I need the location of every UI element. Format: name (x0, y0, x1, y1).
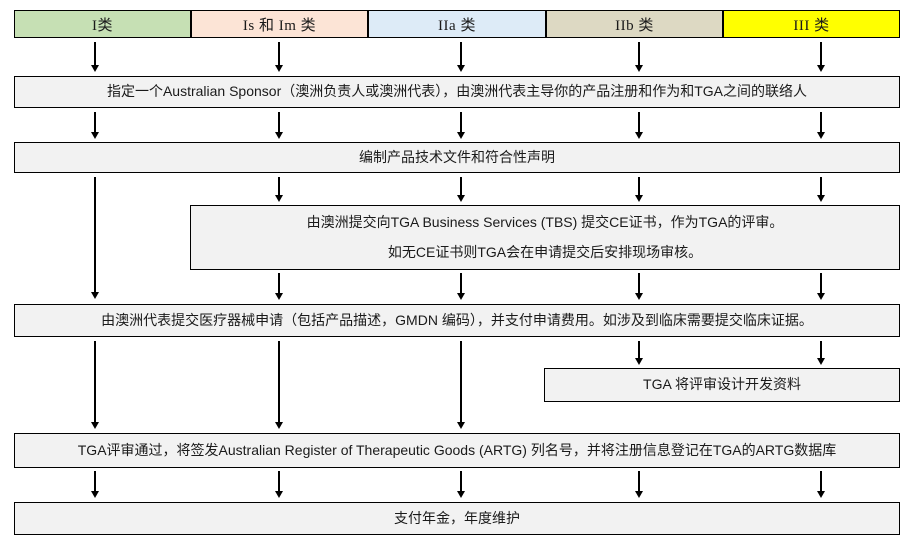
flow-arrow-down (274, 42, 285, 72)
class-header-i: I类 (14, 10, 191, 38)
class-header-label: I类 (92, 17, 113, 34)
flow-arrow-down (456, 273, 467, 300)
flow-arrow-down-long (90, 177, 101, 299)
flow-arrow-down-long (274, 341, 285, 429)
flow-arrow-down (634, 341, 645, 365)
flow-arrow-down (816, 471, 827, 498)
flow-arrow-down-long (90, 341, 101, 429)
step-box-annual-fee: 支付年金，年度维护 (14, 502, 900, 535)
class-header-is-im: Is 和 Im 类 (191, 10, 368, 38)
class-header-iia: IIa 类 (368, 10, 546, 38)
step-box-tech-file: 编制产品技术文件和符合性声明 (14, 142, 900, 173)
flow-arrow-down-long (456, 341, 467, 429)
class-header-iib: IIb 类 (546, 10, 723, 38)
step-text-line1: 由澳洲提交向TGA Business Services (TBS) 提交CE证书… (306, 213, 784, 230)
flow-arrow-down (90, 471, 101, 498)
flow-arrow-down (816, 42, 827, 72)
step-text: 由澳洲代表提交医疗器械申请（包括产品描述，GMDN 编码），并支付申请费用。如涉… (101, 311, 813, 328)
class-header-label: III 类 (793, 17, 830, 34)
step-text: TGA 将评审设计开发资料 (643, 376, 801, 393)
step-box-design-review: TGA 将评审设计开发资料 (544, 368, 900, 402)
flow-arrow-down (634, 42, 645, 72)
flow-arrow-down (90, 42, 101, 72)
flow-arrow-down (816, 177, 827, 202)
step-box-ce-certificate: 由澳洲提交向TGA Business Services (TBS) 提交CE证书… (190, 205, 900, 270)
flow-arrow-down (456, 471, 467, 498)
flow-arrow-down (816, 341, 827, 365)
step-text: 支付年金，年度维护 (394, 509, 520, 526)
class-header-label: IIa 类 (438, 17, 476, 34)
flow-arrow-down (274, 112, 285, 139)
step-box-sponsor: 指定一个Australian Sponsor（澳洲负责人或澳洲代表），由澳洲代表… (14, 76, 900, 108)
flow-arrow-down (274, 471, 285, 498)
flow-arrow-down (456, 42, 467, 72)
step-text: 指定一个Australian Sponsor（澳洲负责人或澳洲代表），由澳洲代表… (106, 83, 808, 100)
flow-arrow-down (816, 112, 827, 139)
flow-arrow-down (634, 177, 645, 202)
flow-arrow-down (90, 112, 101, 139)
step-box-artg-listing: TGA评审通过，将签发Australian Register of Therap… (14, 433, 900, 468)
class-header-iii: III 类 (723, 10, 900, 38)
flow-arrow-down (634, 112, 645, 139)
class-header-label: Is 和 Im 类 (242, 17, 317, 34)
flow-arrow-down (816, 273, 827, 300)
step-box-application: 由澳洲代表提交医疗器械申请（包括产品描述，GMDN 编码），并支付申请费用。如涉… (14, 304, 900, 337)
step-text-line2: 如无CE证书则TGA会在申请提交后安排现场审核。 (387, 244, 703, 260)
flow-arrow-down (274, 273, 285, 300)
class-header-label: IIb 类 (615, 17, 654, 34)
flow-arrow-down (274, 177, 285, 202)
flow-arrow-down (634, 273, 645, 300)
flow-arrow-down (456, 177, 467, 202)
step-text: 编制产品技术文件和符合性声明 (359, 148, 555, 165)
flow-arrow-down (634, 471, 645, 498)
step-text: TGA评审通过，将签发Australian Register of Therap… (77, 441, 837, 458)
flow-arrow-down (456, 112, 467, 139)
